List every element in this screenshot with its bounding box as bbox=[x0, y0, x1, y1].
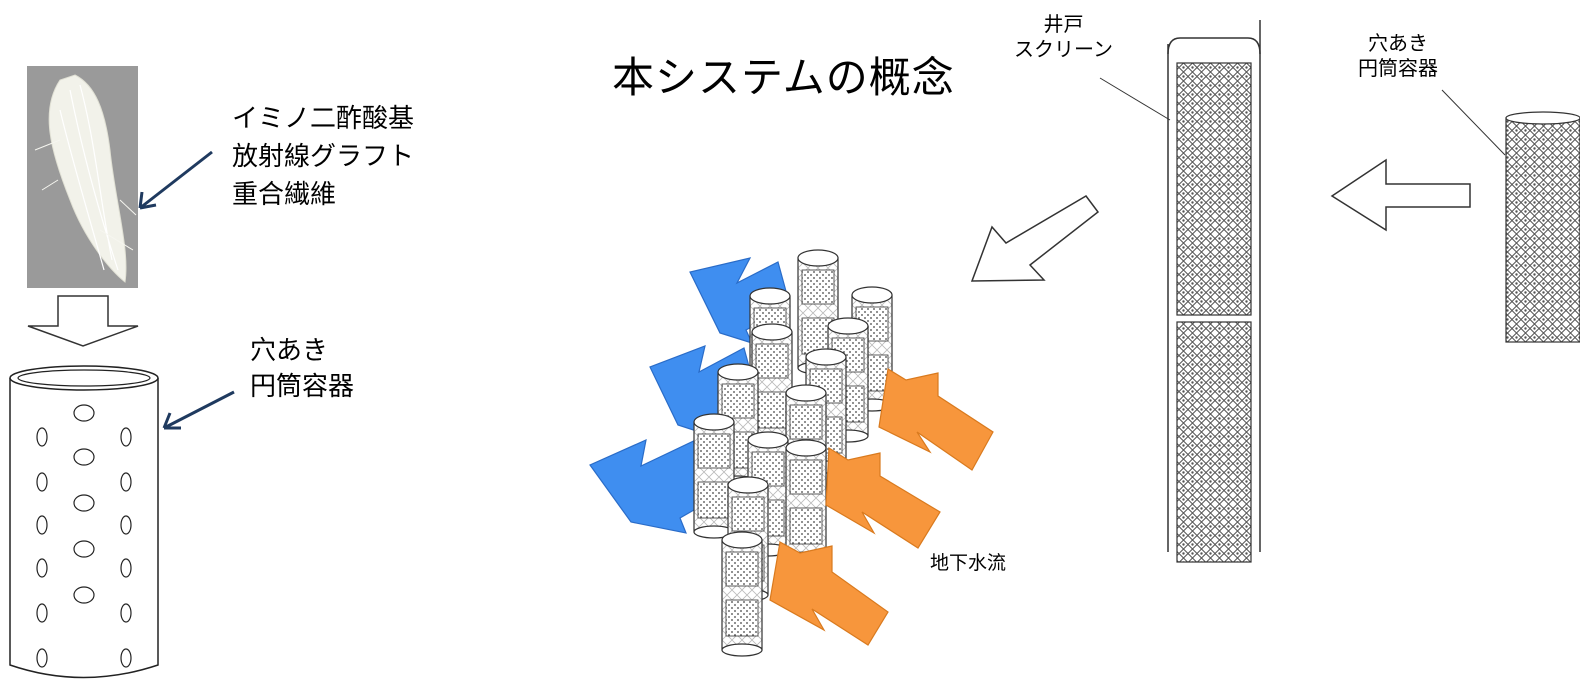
groundwater-flow-label: 地下水流 bbox=[930, 552, 1007, 574]
well-screen bbox=[1099, 20, 1261, 563]
cylinder-label-line-1: 穴あき bbox=[250, 336, 329, 366]
fiber-label-line-2: 放射線グラフト bbox=[232, 142, 415, 172]
fiber-photo bbox=[27, 66, 138, 288]
perforated-cylinder bbox=[9, 365, 159, 679]
cylinder-pointer-arrow bbox=[162, 390, 235, 430]
fiber-label: イミノ二酢酸基 放射線グラフト 重合繊維 bbox=[232, 100, 414, 214]
outline-arrow-left bbox=[1330, 158, 1471, 232]
well-screen-label: 井戸 スクリーン bbox=[1014, 12, 1113, 62]
container-label-line-2: 円筒容器 bbox=[1358, 56, 1438, 80]
outline-arrow-diagonal bbox=[970, 195, 1100, 282]
fiber-pointer-arrow bbox=[138, 150, 213, 210]
down-arrow bbox=[27, 295, 139, 347]
inflow-arrows bbox=[769, 368, 994, 646]
mesh-container bbox=[1441, 89, 1580, 343]
diagram-title: 本システムの概念 bbox=[612, 53, 955, 102]
cylinder-label-line-2: 円筒容器 bbox=[250, 372, 355, 402]
fiber-label-line-3: 重合繊維 bbox=[232, 180, 337, 210]
well-screen-label-line-1: 井戸 bbox=[1043, 12, 1084, 36]
container-label-line-1: 穴あき bbox=[1368, 31, 1428, 55]
container-label: 穴あき 円筒容器 bbox=[1358, 31, 1438, 81]
well-screen-label-line-2: スクリーン bbox=[1014, 37, 1113, 61]
fiber-label-line-1: イミノ二酢酸基 bbox=[232, 104, 415, 134]
cylinder-label: 穴あき 円筒容器 bbox=[250, 333, 354, 405]
outflow-arrows bbox=[589, 257, 791, 534]
